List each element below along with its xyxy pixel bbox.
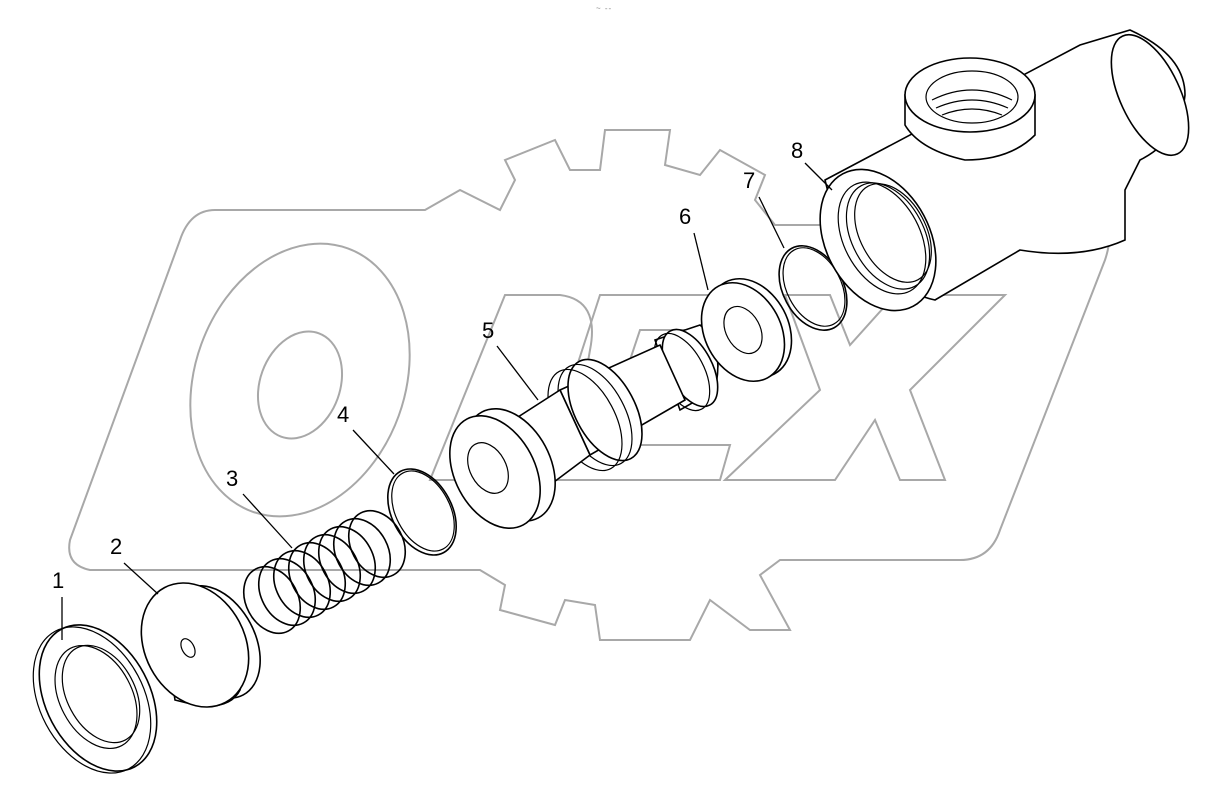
part-6-washer[interactable] — [685, 232, 808, 396]
callout-label-1: 1 — [52, 568, 65, 593]
callout-label-3: 3 — [226, 466, 239, 491]
part-4-o-ring[interactable] — [352, 429, 470, 567]
callout-label-8: 8 — [791, 138, 804, 163]
part-8-housing[interactable] — [797, 23, 1205, 330]
callout-label-4: 4 — [337, 402, 350, 427]
part-2-end-cap[interactable] — [120, 562, 278, 726]
watermark-gear-icon — [68, 129, 1110, 641]
header-mark: ~ -- — [596, 4, 613, 13]
part-1-seal-ring[interactable] — [9, 597, 180, 793]
callout-label-6: 6 — [679, 204, 692, 229]
callout-label-7: 7 — [743, 168, 756, 193]
callout-label-2: 2 — [110, 534, 123, 559]
part-3-spring[interactable] — [233, 493, 417, 643]
callout-label-5: 5 — [482, 318, 495, 343]
part-5-piston[interactable] — [432, 321, 730, 544]
